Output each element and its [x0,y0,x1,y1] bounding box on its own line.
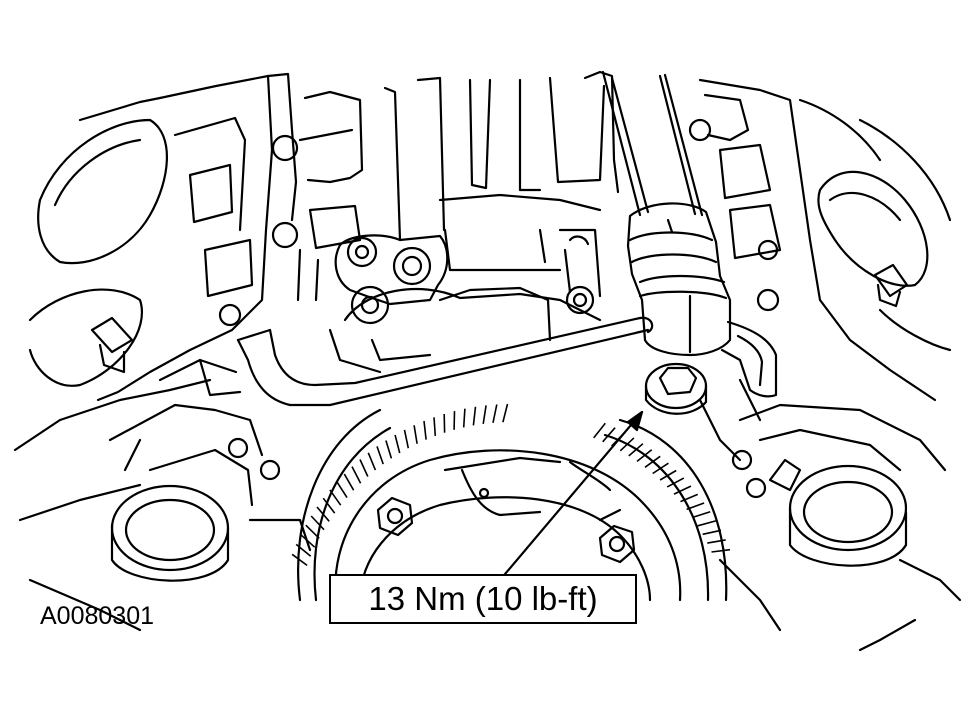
gear-tooth [482,405,487,425]
gear-tooth [423,420,427,440]
gear-tooth [502,403,509,423]
gear-tooth [343,473,355,491]
gear-tooth [336,481,348,499]
gear-tooth [472,406,477,426]
gear-tooth [300,534,316,548]
gear-tooth [697,520,717,527]
gear-tooth [636,449,653,463]
gear-tooth [329,489,342,506]
gear-tooth [611,432,626,447]
center-valley-section [266,70,620,374]
right-block-section [688,78,962,652]
gear-tooth [673,485,692,495]
gear-tooth [492,404,498,423]
gear-tooth [702,529,722,536]
gear-tooth [310,515,325,531]
ring-gear-teeth [291,403,731,567]
gear-tooth [413,425,418,444]
torque-wrench-extension [601,70,778,398]
pickup-tube-bolt [644,362,708,415]
gear-tooth [680,493,699,503]
gear-tooth [322,497,336,514]
gear-tooth [385,440,393,459]
gear-tooth [707,539,726,544]
gear-tooth [644,455,661,468]
gear-tooth [291,553,308,567]
oil-pump-pickup-tube [236,316,654,407]
figure-id-label: A0080301 [40,602,155,630]
gear-tooth [593,422,606,439]
gear-tooth [295,543,312,557]
gear-tooth [359,459,369,477]
gear-tooth [602,427,616,443]
torque-callout-text: 13 Nm (10 lb-ft) [368,580,598,617]
gear-tooth [316,506,330,522]
gear-tooth [652,462,669,475]
gear-tooth [403,429,410,449]
gear-tooth [711,548,731,553]
gear-tooth [305,524,320,539]
gear-tooth [692,511,711,519]
gear-tooth [367,452,377,471]
torque-callout-box: 13 Nm (10 lb-ft) [329,574,637,624]
gear-tooth [433,417,437,436]
flywheel-ring-gear [297,408,728,602]
gear-tooth [628,443,644,457]
gear-tooth [659,469,677,481]
gear-tooth [686,502,705,511]
gear-tooth [376,446,384,465]
left-block-section [13,74,312,632]
gear-tooth [619,437,635,452]
gear-tooth [666,477,685,488]
gear-tooth [351,466,362,484]
gear-tooth [462,408,466,428]
gear-tooth [394,434,401,454]
